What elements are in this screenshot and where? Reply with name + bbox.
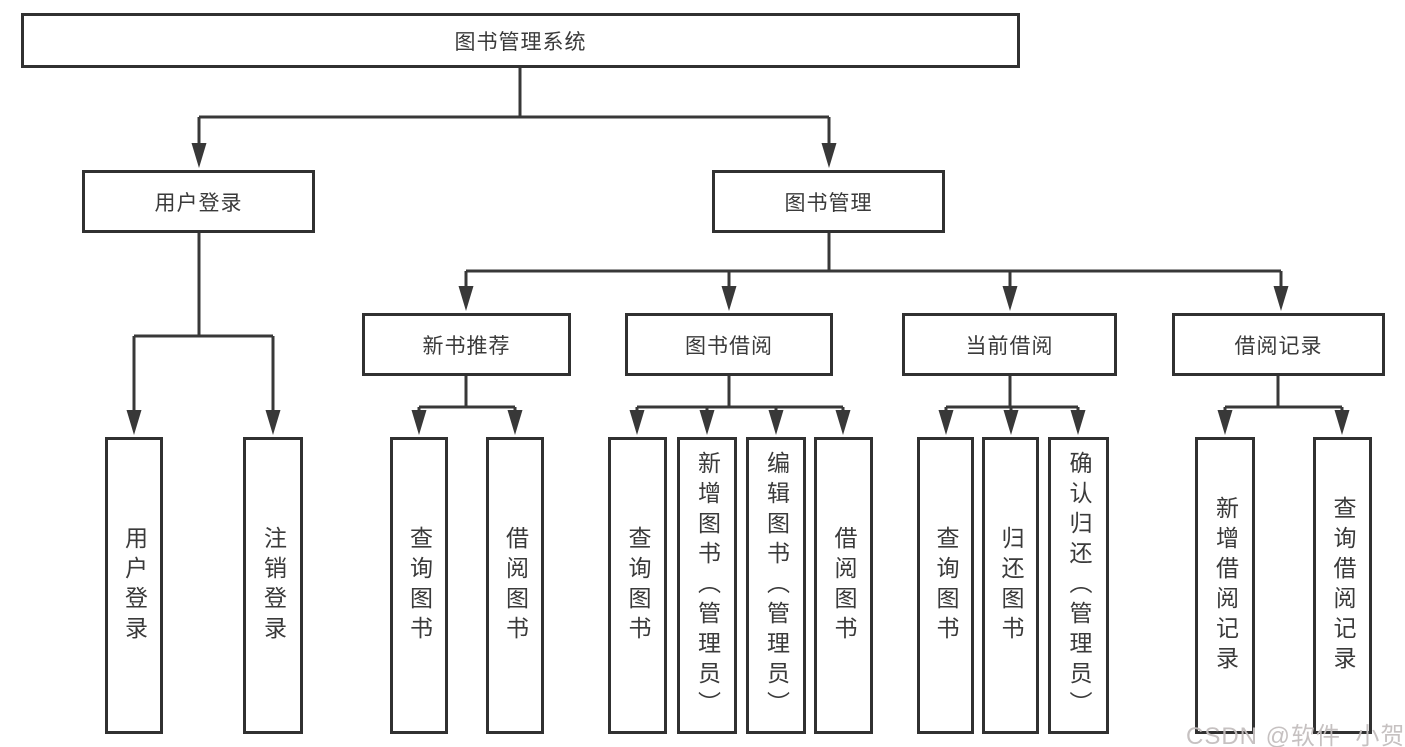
leaf-logout: 注销登录 bbox=[243, 437, 303, 734]
leaf-borrow-books-borrowing: 借阅图书 bbox=[814, 437, 873, 734]
node-user-login: 用户登录 bbox=[82, 170, 315, 233]
leaf-query-books-borrowing: 查询图书 bbox=[608, 437, 667, 734]
csdn-watermark: CSDN @软件_小贺同学 bbox=[1186, 723, 1405, 747]
node-root-library-system: 图书管理系统 bbox=[21, 13, 1020, 68]
node-book-borrowing: 图书借阅 bbox=[625, 313, 833, 376]
leaf-query-books-recommend: 查询图书 bbox=[390, 437, 448, 734]
node-new-book-recommend: 新书推荐 bbox=[362, 313, 571, 376]
node-borrowing-records: 借阅记录 bbox=[1172, 313, 1385, 376]
node-current-borrowing: 当前借阅 bbox=[902, 313, 1117, 376]
leaf-add-books-admin: 新增图书（管理员） bbox=[677, 437, 737, 734]
node-book-management: 图书管理 bbox=[712, 170, 945, 233]
leaf-edit-books-admin: 编辑图书（管理员） bbox=[746, 437, 806, 734]
leaf-borrow-books-recommend: 借阅图书 bbox=[486, 437, 544, 734]
arrowheads bbox=[126, 143, 1350, 435]
leaf-return-books: 归还图书 bbox=[982, 437, 1039, 734]
leaf-query-borrow-record: 查询借阅记录 bbox=[1313, 437, 1372, 734]
leaf-user-login: 用户登录 bbox=[105, 437, 163, 734]
leaf-confirm-return-admin: 确认归还（管理员） bbox=[1048, 437, 1109, 734]
leaf-add-borrow-record: 新增借阅记录 bbox=[1195, 437, 1255, 734]
leaf-query-books-current: 查询图书 bbox=[917, 437, 974, 734]
